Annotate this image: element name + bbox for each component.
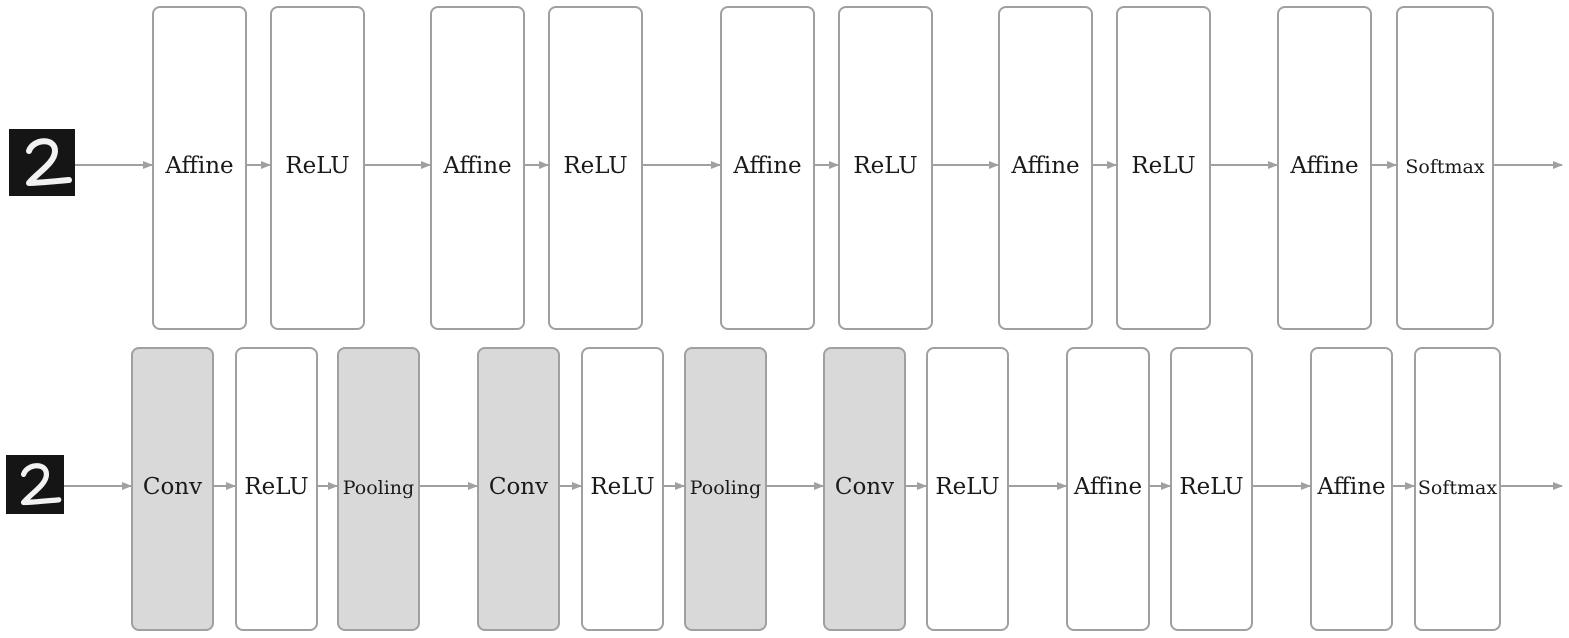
layer-box — [720, 6, 815, 330]
handwritten-digit-2-icon — [20, 463, 62, 506]
layer-relu-8: ReLU — [1116, 6, 1211, 330]
layer-label: ReLU — [244, 474, 308, 500]
layer-label: Affine — [442, 153, 511, 179]
layer-conv-1: Conv — [131, 347, 214, 631]
layer-affine-3: Affine — [430, 6, 525, 330]
layer-affine-5: Affine — [720, 6, 815, 330]
layer-affine-9: Affine — [1277, 6, 1372, 330]
layer-box — [684, 347, 767, 631]
layer-box — [1277, 6, 1372, 330]
convolutional-network: Conv ReLU Pooling Conv ReLU Pooling Conv ReLU Af… — [6, 347, 1563, 631]
layer-affine-11: Affine — [1310, 347, 1393, 631]
layer-label: ReLU — [853, 153, 917, 179]
layer-label: ReLU — [1131, 153, 1195, 179]
layer-pooling-6: Pooling — [684, 347, 767, 631]
layer-label: ReLU — [935, 474, 999, 500]
layer-relu-2: ReLU — [270, 6, 365, 330]
layer-conv-7: Conv — [823, 347, 906, 631]
layer-box — [1066, 347, 1150, 631]
layer-box — [1310, 347, 1393, 631]
input-digit-image — [6, 455, 64, 514]
handwritten-digit-2-icon — [26, 138, 72, 186]
layer-box — [548, 6, 643, 330]
layer-relu-6: ReLU — [838, 6, 933, 330]
layer-relu-2: ReLU — [235, 347, 318, 631]
layer-box — [430, 6, 525, 330]
layer-box — [131, 347, 214, 631]
layer-label: Conv — [835, 474, 894, 500]
layer-label: ReLU — [590, 474, 654, 500]
layer-box — [838, 6, 933, 330]
layer-box — [1116, 6, 1211, 330]
layer-label: Affine — [1010, 153, 1079, 179]
input-digit-image — [9, 129, 75, 196]
layer-box — [823, 347, 906, 631]
layer-box — [581, 347, 664, 631]
layer-pooling-3: Pooling — [337, 347, 420, 631]
layer-box — [337, 347, 420, 631]
layer-label: Pooling — [690, 477, 761, 499]
layer-label: Affine — [1289, 153, 1358, 179]
layer-softmax-12: Softmax — [1414, 347, 1501, 631]
layer-softmax-10: Softmax — [1396, 6, 1494, 330]
layer-box — [152, 6, 247, 330]
layer-label: Affine — [1073, 474, 1142, 500]
layer-box — [235, 347, 318, 631]
layer-relu-8: ReLU — [926, 347, 1009, 631]
layer-label: Softmax — [1418, 477, 1497, 499]
layer-label: Affine — [1316, 474, 1385, 500]
layer-relu-4: ReLU — [548, 6, 643, 330]
layer-affine-1: Affine — [152, 6, 247, 330]
layer-affine-7: Affine — [998, 6, 1093, 330]
layer-label: ReLU — [285, 153, 349, 179]
layer-relu-5: ReLU — [581, 347, 664, 631]
layer-box — [477, 347, 560, 631]
layer-conv-4: Conv — [477, 347, 560, 631]
layer-box — [270, 6, 365, 330]
layer-box — [1396, 6, 1494, 330]
layer-box — [926, 347, 1009, 631]
layer-label: Pooling — [343, 477, 414, 499]
layer-label: ReLU — [1179, 474, 1243, 500]
layer-box — [998, 6, 1093, 330]
layer-relu-10: ReLU — [1170, 347, 1253, 631]
layer-label: Conv — [143, 474, 202, 500]
layer-box — [1170, 347, 1253, 631]
layer-label: Affine — [732, 153, 801, 179]
layer-label: ReLU — [563, 153, 627, 179]
layer-label: Conv — [489, 474, 548, 500]
layer-label: Softmax — [1405, 156, 1484, 178]
fully-connected-network: Affine ReLU Affine ReLU Affine ReLU Affine ReLU… — [9, 6, 1563, 330]
layer-box — [1414, 347, 1501, 631]
layer-label: Affine — [164, 153, 233, 179]
layer-affine-9: Affine — [1066, 347, 1150, 631]
